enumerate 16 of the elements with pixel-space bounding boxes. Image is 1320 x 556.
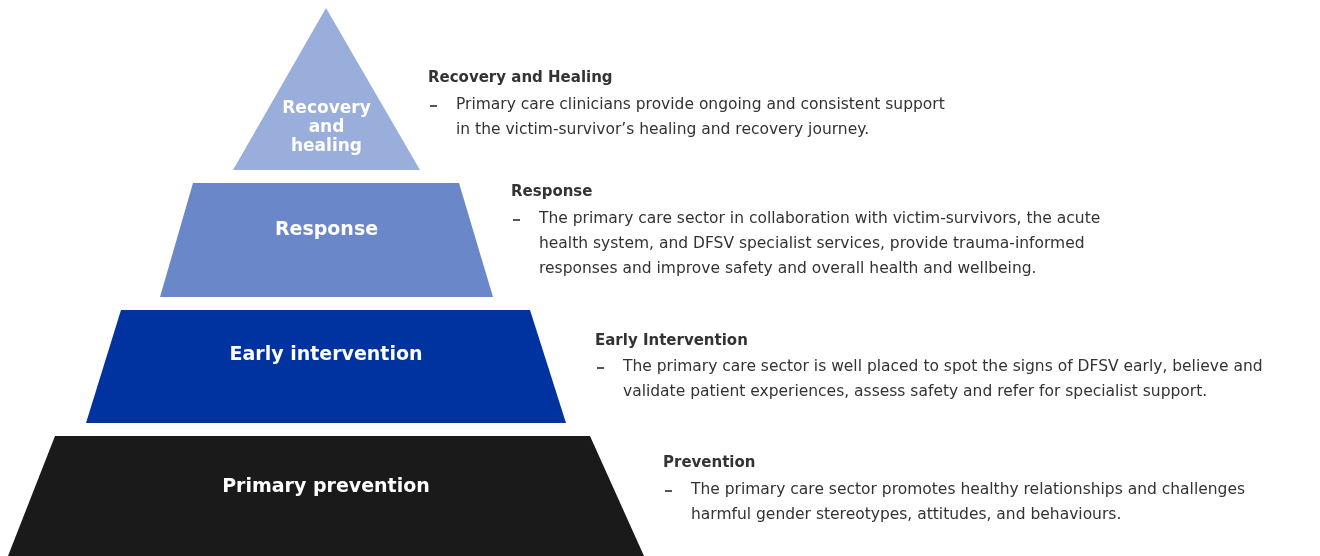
pyramid-tier [160, 183, 493, 297]
tier-label: Early intervention [228, 343, 424, 364]
pyramid-tier [86, 310, 566, 423]
tier-description: The primary care sector is well placed to spot the signs of DFSV early, believe and validate patient experiences, assess safety and refer for specialist support. [623, 356, 1264, 402]
tier-heading: Response [511, 182, 593, 200]
tier-description: The primary care sector in collaboration with victim-survivors, the acute health system, and DFSV specialist services, provide trauma-informed responses and improve safety and overall health and wellbeing. [539, 208, 1102, 279]
tier-label: Primary prevention [221, 475, 431, 496]
tier-label: Recovery and healing [281, 98, 372, 155]
tier-heading: Early Intervention [595, 331, 748, 349]
pyramid-tier [8, 436, 644, 556]
tier-description: The primary care sector promotes healthy relationships and challenges harmful gender stereotypes, attitudes, and behaviours. [691, 479, 1247, 525]
pyramid-tier-triangle [233, 8, 420, 170]
tier-heading: Prevention [663, 453, 756, 471]
tier-label: Response [273, 218, 380, 239]
tier-heading: Recovery and Healing [428, 68, 613, 86]
tier-description: Primary care clinicians provide ongoing and consistent support in the victim-survivor’s healing and recovery journey. [456, 94, 946, 140]
